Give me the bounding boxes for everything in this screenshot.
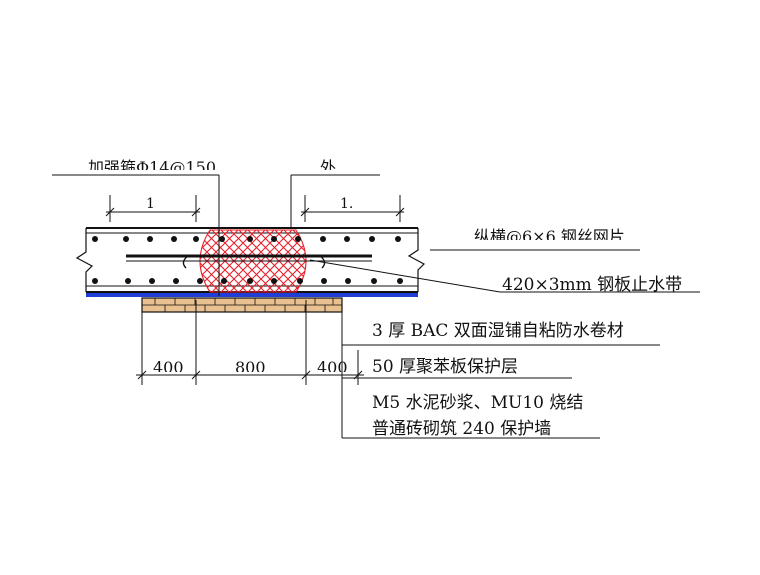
wall-label-line2: 普通砖砌筑 240 保护墙 (372, 419, 551, 439)
top-right-dimension-text: 1. (340, 196, 353, 212)
mesh-label: 纵横@6×6 钢丝网片 (474, 227, 625, 246)
wall-label-line1: M5 水泥砂浆、MU10 烧结 (372, 393, 583, 413)
right-leaders (309, 249, 700, 439)
stirrup-label: 加强箍Φ14@150 (88, 158, 216, 177)
dimension-middle-800: 800 (235, 358, 266, 377)
bottom-rebar-dots (92, 278, 403, 284)
membrane-label: 3 厚 BAC 双面湿铺自粘防水卷材 (372, 321, 624, 341)
dimension-right-400: 400 (317, 358, 348, 377)
brick-protective-wall (141, 297, 343, 313)
steel-plate-label: 420×3mm 钢板止水带 (502, 275, 682, 295)
bottom-dimensions (136, 300, 364, 385)
top-left-dimension-text: 1 (146, 196, 155, 212)
top-rebar-dots (92, 236, 401, 242)
top-leaders (52, 174, 380, 228)
protect-board-label: 50 厚聚苯板保护层 (372, 357, 518, 377)
top-left-dimension (105, 195, 201, 222)
top-right-dimension (300, 195, 405, 222)
dimension-left-400: 400 (153, 358, 184, 377)
outside-label: 外 (320, 158, 336, 177)
